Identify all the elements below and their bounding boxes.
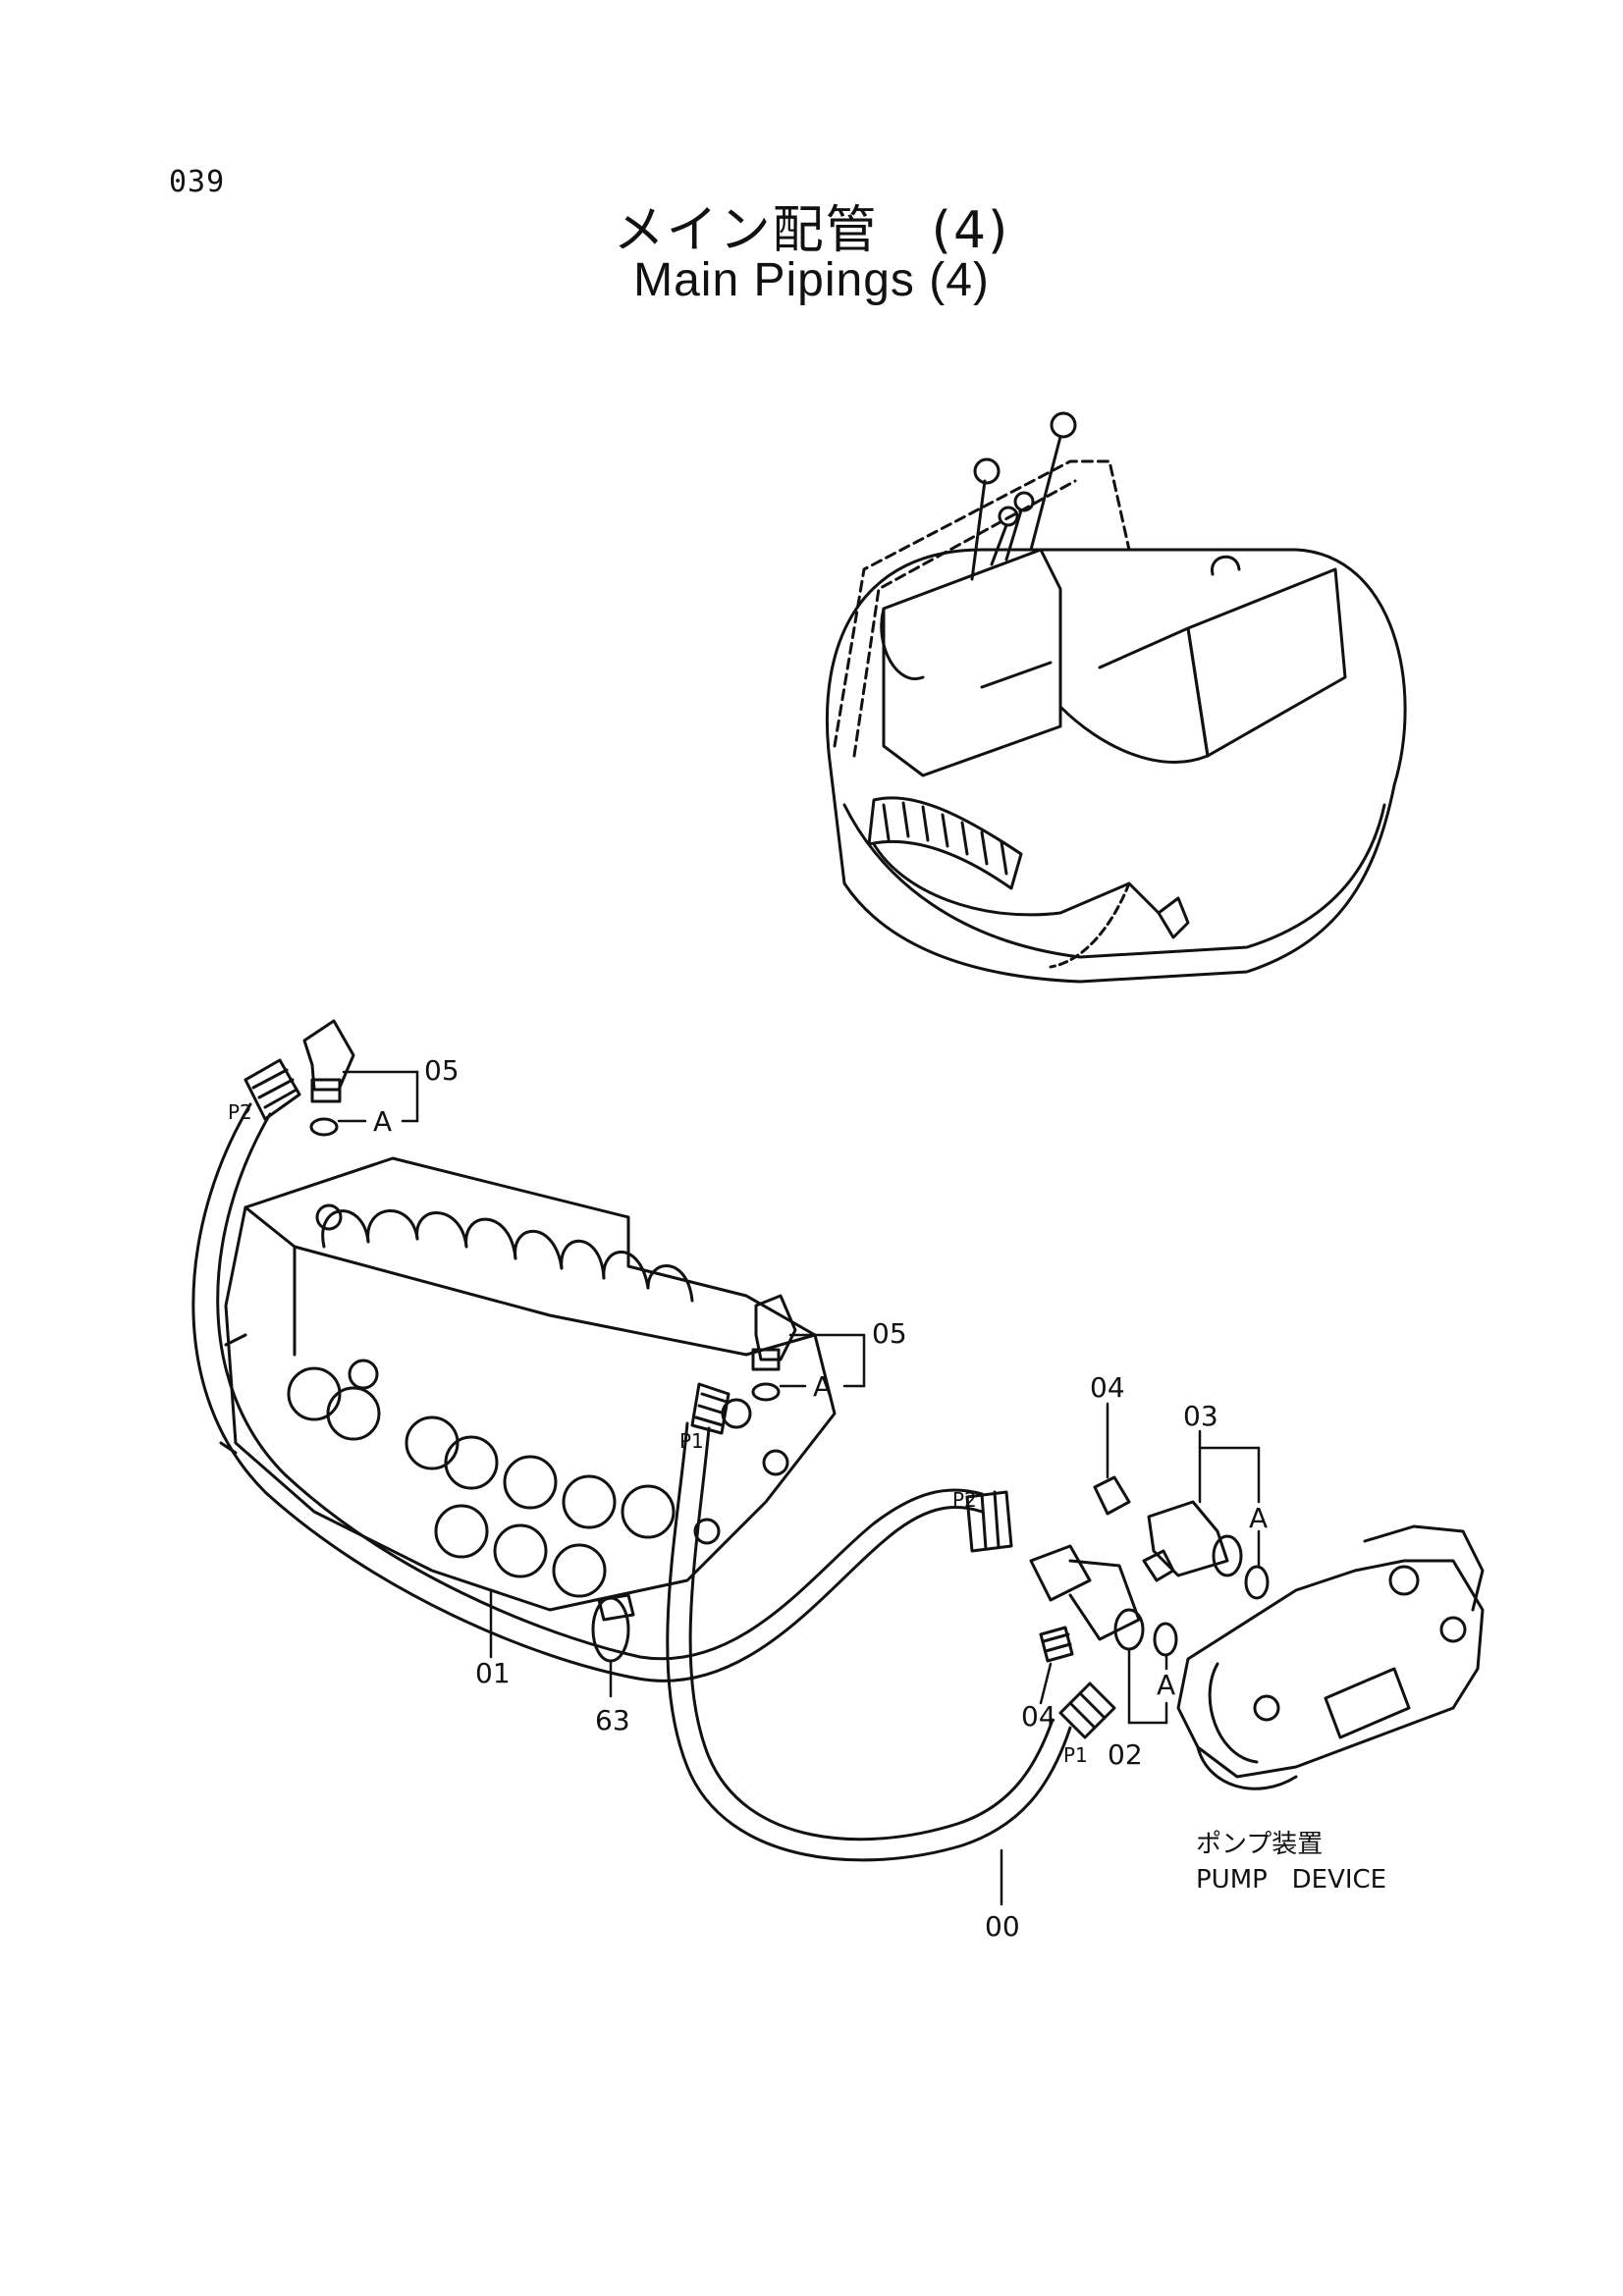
callout-a-mid: A bbox=[813, 1370, 832, 1403]
page-number: 039 bbox=[169, 165, 226, 199]
callout-63: 63 bbox=[595, 1704, 630, 1736]
callout-03: 03 bbox=[1183, 1400, 1218, 1432]
callout-a-top: A bbox=[373, 1105, 392, 1138]
callout-00: 00 bbox=[985, 1910, 1020, 1943]
elbow-fitting-top bbox=[302, 1019, 355, 1137]
callout-p2-right: P2 bbox=[952, 1488, 977, 1512]
callout-a-right-bottom: A bbox=[1157, 1669, 1175, 1701]
title-japanese: メイン配管 (4) bbox=[613, 201, 1010, 260]
adapter-03 bbox=[1142, 1500, 1243, 1582]
plug-04-bottom bbox=[1039, 1626, 1074, 1663]
hose-fittings bbox=[243, 1058, 1116, 1739]
pump-device bbox=[1176, 1524, 1485, 1790]
plug-04-top bbox=[1093, 1475, 1131, 1516]
callout-p2-left: P2 bbox=[228, 1100, 252, 1124]
elbow-fitting-mid bbox=[751, 1294, 797, 1402]
callout-labels: 05 A P2 05 A P1 04 03 A P2 04 A P1 02 01… bbox=[228, 1054, 1268, 1943]
callout-p1-mid: P1 bbox=[679, 1429, 704, 1453]
callout-04-bottom: 04 bbox=[1021, 1700, 1056, 1733]
callout-02: 02 bbox=[1108, 1738, 1143, 1771]
callout-05-mid: 05 bbox=[872, 1317, 907, 1350]
o-rings bbox=[1153, 1565, 1270, 1657]
callout-01: 01 bbox=[475, 1657, 511, 1689]
title-english: Main Pipings (4) bbox=[633, 254, 990, 306]
callout-a-right-top: A bbox=[1249, 1502, 1268, 1534]
callout-05-top: 05 bbox=[424, 1054, 460, 1087]
pump-label-japanese: ポンプ装置 bbox=[1196, 1830, 1324, 1859]
callout-p1-right: P1 bbox=[1063, 1743, 1088, 1767]
hose-00 bbox=[666, 1421, 1072, 1862]
callout-04-top: 04 bbox=[1090, 1371, 1125, 1404]
pump-label-english: PUMP DEVICE bbox=[1196, 1865, 1387, 1895]
hose-01 bbox=[191, 1102, 984, 1682]
leader-lines bbox=[337, 1070, 1261, 1906]
overview-illustration bbox=[825, 411, 1407, 984]
control-valve bbox=[219, 1156, 837, 1612]
